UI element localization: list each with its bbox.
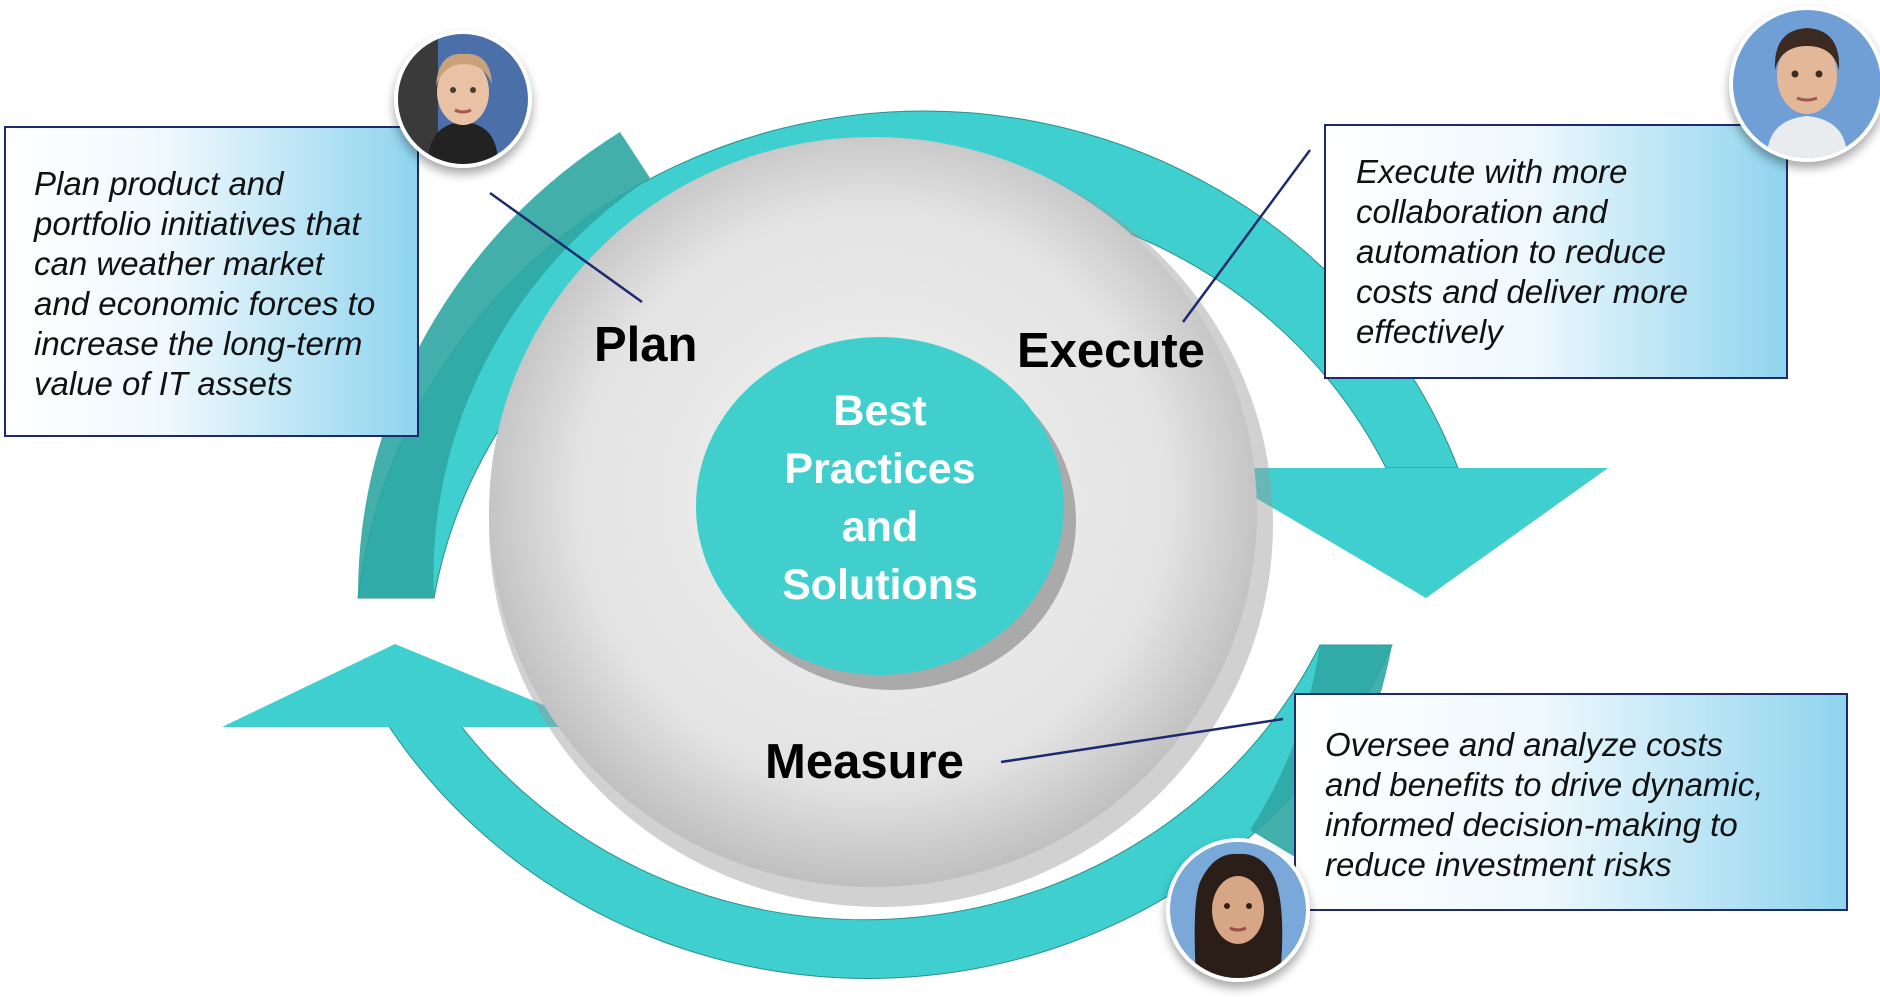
man-portrait-icon	[1729, 6, 1880, 162]
callout-line: portfolio initiatives that	[34, 205, 361, 242]
callout-plan: Plan product and portfolio initiatives t…	[4, 126, 419, 437]
callout-line: informed decision-making to	[1325, 806, 1738, 843]
cycle-arc-top-shade	[357, 132, 650, 598]
callout-line: and benefits to drive dynamic,	[1325, 766, 1764, 803]
connector-execute	[1181, 149, 1312, 323]
callout-line: Plan product and	[34, 165, 284, 202]
callout-line: reduce investment risks	[1325, 846, 1672, 883]
arrow-head-execute	[1205, 468, 1608, 598]
callout-line: increase the long-term	[34, 325, 363, 362]
callout-measure: Oversee and analyze costs and benefits t…	[1294, 693, 1848, 911]
stage-label-plan: Plan	[594, 318, 698, 372]
callout-line: Oversee and analyze costs	[1325, 726, 1724, 763]
center-label-line: Best	[833, 387, 927, 435]
callout-line: Execute with more	[1356, 153, 1628, 190]
arrow-head-plan	[222, 644, 597, 727]
cycle-arc-bottom	[385, 644, 1393, 979]
center-label-line: and	[841, 503, 919, 551]
center-label-line: Practices	[784, 445, 976, 493]
connector-plan	[489, 191, 643, 304]
callout-line: can weather market	[34, 245, 324, 282]
callout-line: costs and deliver more	[1356, 273, 1688, 310]
stage-label-execute: Execute	[1017, 324, 1205, 378]
callout-execute: Execute with more collaboration and auto…	[1324, 124, 1788, 379]
callout-line: effectively	[1356, 313, 1503, 350]
center-circle	[696, 337, 1064, 675]
center-label-line: Solutions	[782, 561, 978, 609]
woman-portrait-icon	[394, 30, 532, 168]
callout-line: value of IT assets	[34, 365, 293, 402]
stage-label-measure: Measure	[765, 735, 964, 789]
callout-line: and economic forces to	[34, 285, 376, 322]
woman-portrait-icon	[1166, 838, 1310, 982]
connector-measure	[1000, 717, 1284, 764]
callout-line: automation to reduce	[1356, 233, 1667, 270]
callout-line: collaboration and	[1356, 193, 1608, 230]
center-label: Best Practices and Solutions	[745, 382, 1015, 614]
